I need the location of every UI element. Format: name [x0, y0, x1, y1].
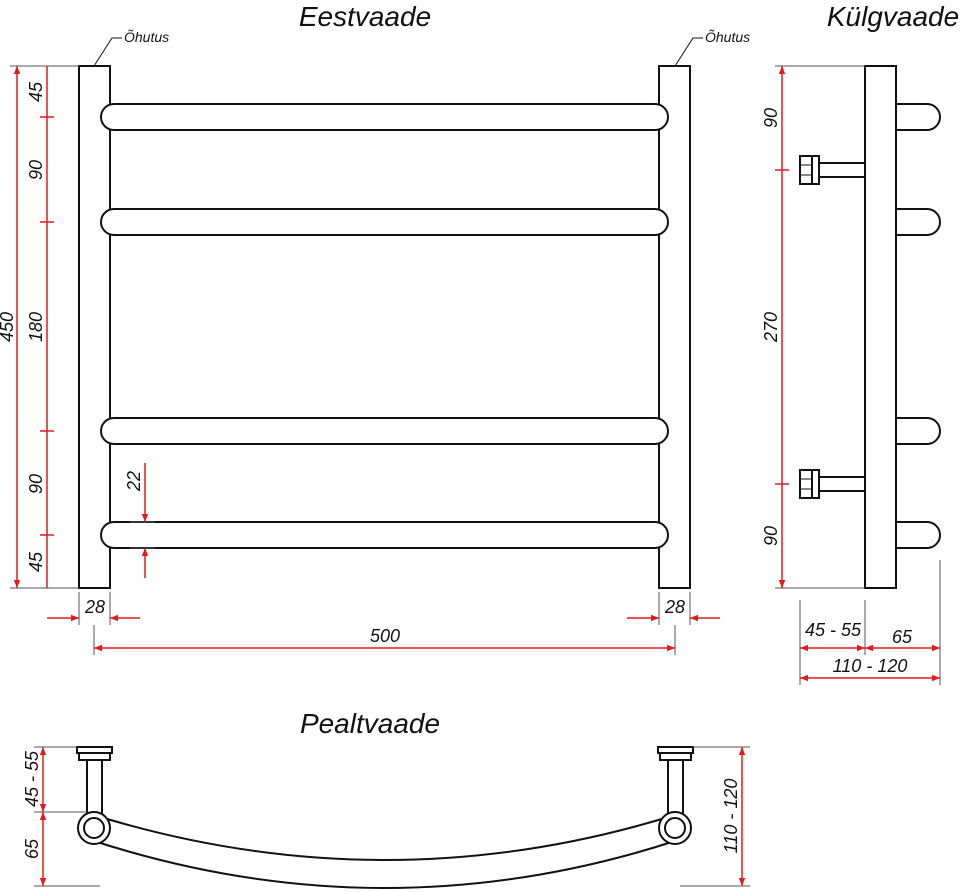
dim-top-gap: 45 — [26, 81, 46, 102]
front-horizontal-dimensions: 28 28 500 — [47, 592, 720, 655]
wall-bracket-upper — [799, 155, 866, 185]
dim-top-wall-offset: 45 - 55 — [22, 750, 42, 807]
dim-side-wall-offset: 45 - 55 — [805, 620, 862, 640]
right-post — [658, 65, 691, 589]
top-bracket-right — [667, 759, 684, 816]
top-view-title: Pealtvaade — [300, 708, 440, 739]
dim-side-bottom: 90 — [761, 526, 781, 546]
dim-bar-diameter: 22 — [124, 471, 144, 492]
dim-side-total-depth: 110 - 120 — [833, 656, 908, 676]
top-dimensions: 45 - 55 65 110 - 120 — [22, 746, 750, 887]
dim-top-depth: 65 — [22, 838, 42, 859]
safety-label-left: Õhutus — [124, 29, 169, 45]
rail-4 — [100, 521, 669, 549]
dim-side-depth: 65 — [892, 627, 913, 647]
side-rail-1 — [895, 103, 941, 131]
dim-gap-2: 180 — [26, 312, 46, 342]
wall-bracket-lower — [799, 469, 866, 499]
side-horizontal-dimensions: 45 - 55 65 110 - 120 — [799, 560, 941, 685]
dim-left-post-width: 28 — [84, 597, 105, 617]
dim-right-post-width: 28 — [664, 597, 685, 617]
dim-total-width: 500 — [370, 626, 400, 646]
dim-top-total-depth: 110 - 120 — [721, 779, 741, 854]
dim-gap-3: 90 — [26, 474, 46, 494]
safety-label-right: Õhutus — [705, 29, 750, 45]
side-post — [864, 65, 897, 589]
rail-1 — [100, 103, 669, 131]
rail-2 — [100, 208, 669, 236]
dim-side-mid: 270 — [761, 312, 781, 343]
top-curved-rail — [93, 813, 676, 889]
side-vertical-dimensions: 90 270 90 — [761, 65, 865, 589]
side-view — [799, 65, 941, 589]
top-view — [76, 746, 694, 889]
dim-bottom-gap: 45 — [26, 551, 46, 572]
front-vertical-dimensions: 450 45 90 180 90 45 22 — [0, 65, 155, 589]
front-view-title: Eestvaade — [299, 1, 431, 32]
dim-side-top: 90 — [761, 108, 781, 128]
side-rail-2 — [895, 208, 941, 236]
left-post — [78, 65, 111, 589]
top-bracket-left — [86, 759, 103, 816]
rail-3 — [100, 417, 669, 445]
dim-total-height: 450 — [0, 312, 17, 342]
side-view-title: Külgvaade — [827, 1, 959, 32]
side-rail-3 — [895, 417, 941, 445]
dim-gap-1: 90 — [26, 160, 46, 180]
side-rail-4 — [895, 521, 941, 549]
front-view: Õhutus Õhutus — [78, 29, 750, 589]
